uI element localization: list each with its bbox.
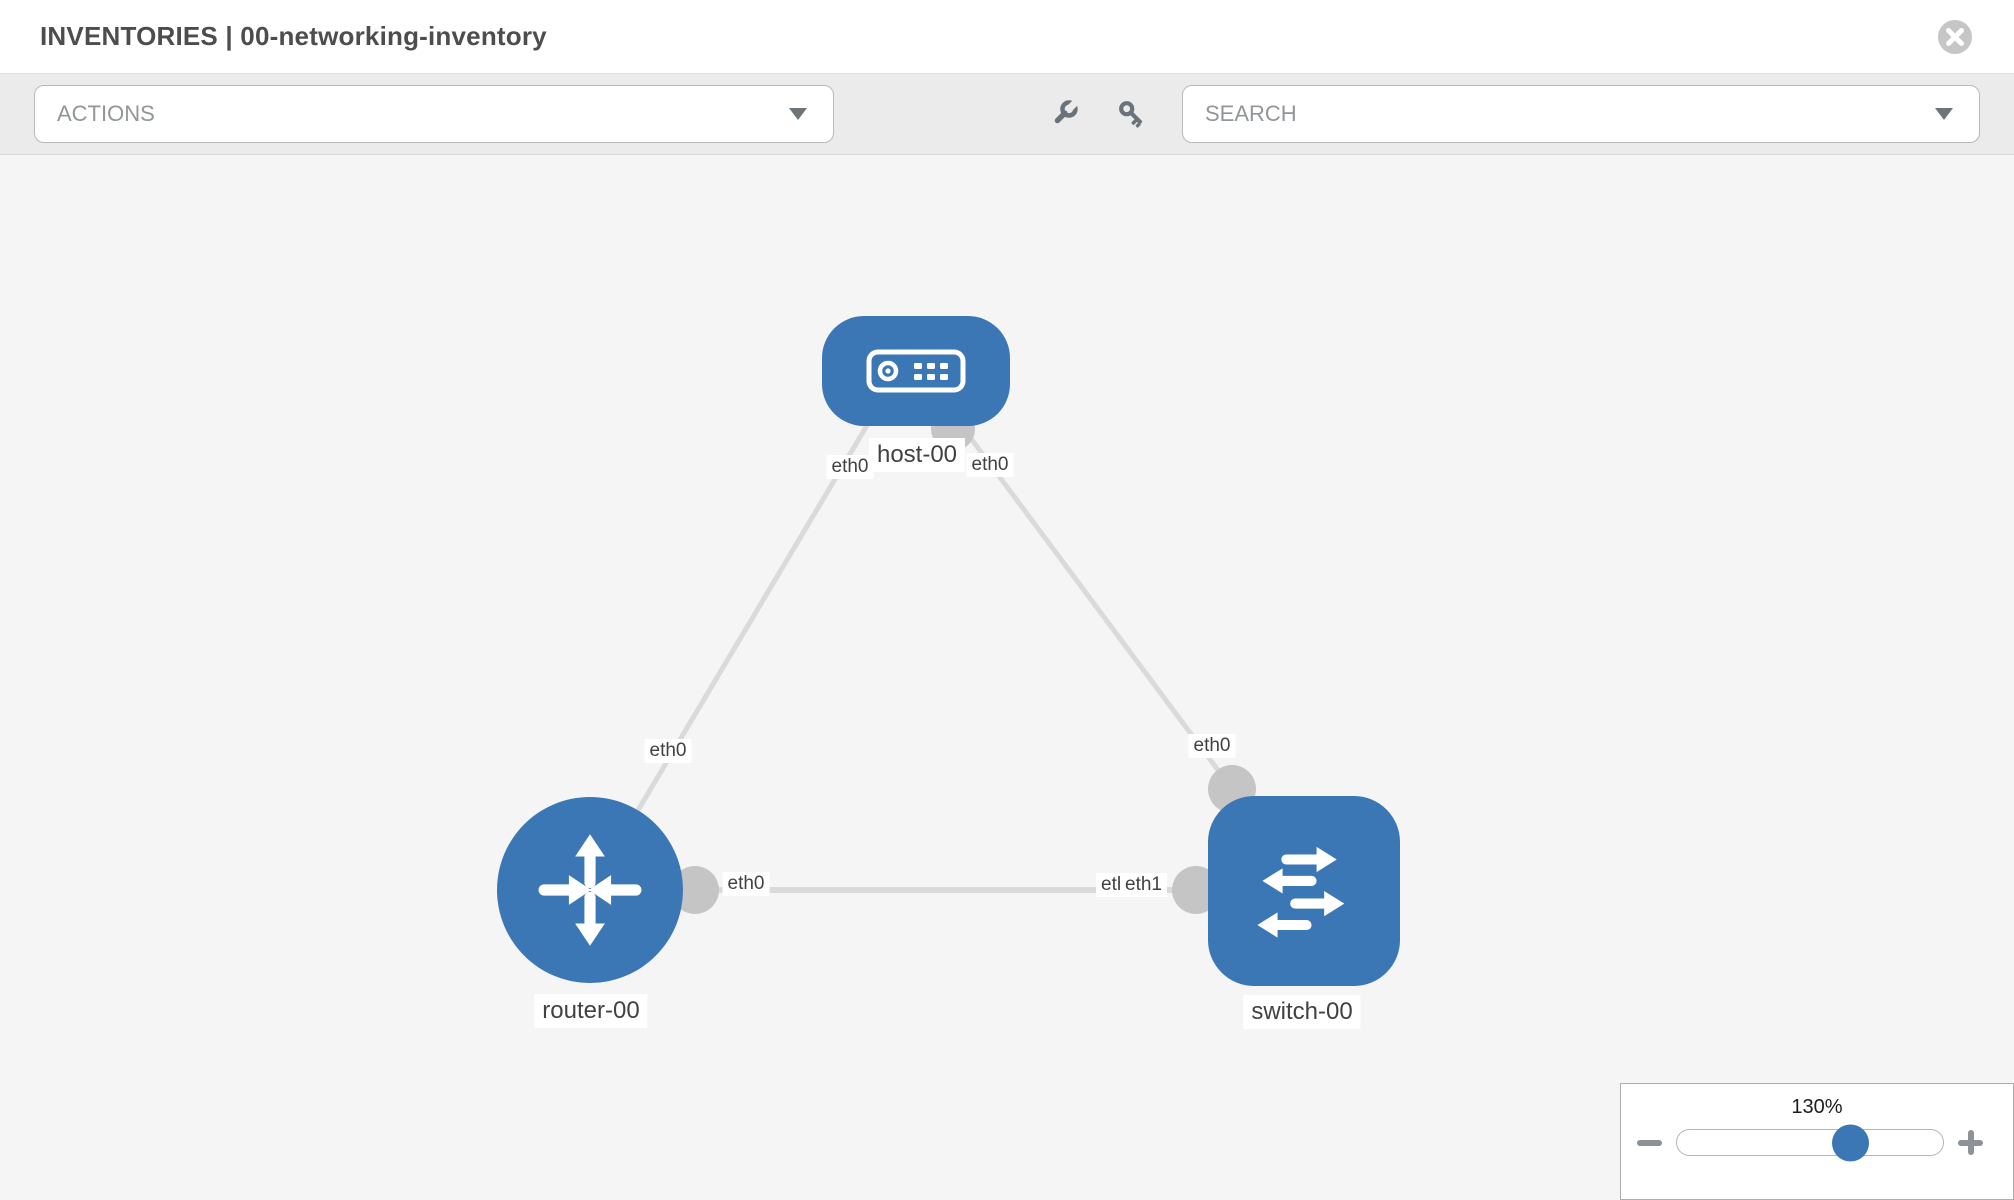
- plus-icon[interactable]: [1958, 1130, 1983, 1155]
- interface-label: eth0: [966, 453, 1014, 477]
- node-router-00[interactable]: [497, 797, 683, 983]
- actions-dropdown[interactable]: ACTIONS: [34, 85, 834, 143]
- node-label-router: router-00: [534, 994, 648, 1028]
- interface-label: eth0: [644, 739, 692, 763]
- search-dropdown-label: SEARCH: [1205, 101, 1297, 126]
- node-label-switch: switch-00: [1243, 995, 1361, 1029]
- search-dropdown[interactable]: SEARCH: [1182, 85, 1980, 143]
- node-switch-00[interactable]: [1208, 796, 1400, 986]
- links-layer: [587, 407, 1256, 914]
- chevron-down-icon: [789, 108, 807, 120]
- interface-label: eth0: [1188, 734, 1236, 758]
- interface-label: eth0: [826, 455, 874, 479]
- window-header: INVENTORIES | 00-networking-inventory: [0, 0, 2014, 74]
- zoom-slider-track[interactable]: [1676, 1124, 1944, 1161]
- zoom-slider-thumb[interactable]: [1832, 1124, 1869, 1161]
- zoom-level: 130%: [1791, 1096, 1843, 1118]
- chevron-down-icon: [1935, 108, 1953, 120]
- key-icon[interactable]: [1116, 98, 1148, 130]
- minus-icon[interactable]: [1637, 1139, 1662, 1146]
- connector-router-right[interactable]: [671, 866, 719, 914]
- page-title: INVENTORIES | 00-networking-inventory: [40, 21, 547, 51]
- node-label-host: host-00: [868, 438, 966, 472]
- router-icon: [538, 834, 642, 946]
- topology-canvas[interactable]: host-00 router-00 switch-00 eth0 eth0 et…: [0, 155, 2014, 1200]
- switch-icon: [1257, 846, 1345, 938]
- node-host-00[interactable]: [822, 316, 1010, 426]
- interface-label: eth1: [1120, 873, 1167, 897]
- host-icon: [866, 349, 966, 393]
- interface-label: eth0: [722, 872, 770, 896]
- toolbar: ACTIONS SEARCH: [0, 74, 2014, 155]
- zoom-slider-row: [1621, 1124, 2013, 1161]
- actions-dropdown-label: ACTIONS: [57, 101, 155, 126]
- zoom-panel: 130%: [1620, 1083, 2014, 1200]
- toolbar-icon-group: [1048, 98, 1148, 130]
- wrench-icon[interactable]: [1048, 98, 1080, 130]
- close-icon[interactable]: [1936, 18, 1974, 56]
